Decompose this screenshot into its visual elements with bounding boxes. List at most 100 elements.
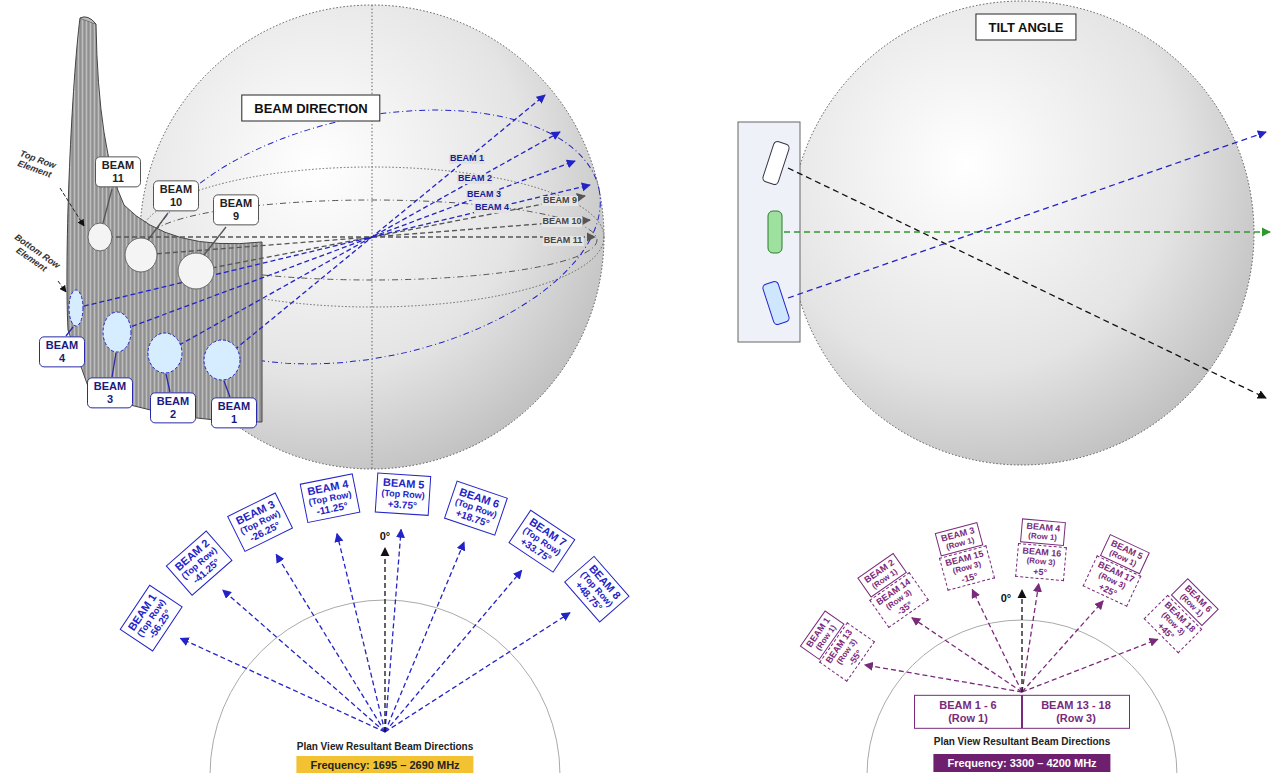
row-pointers-part — [60, 188, 84, 226]
beam-lines — [76, 95, 595, 360]
title-box: TILT ANGLE — [975, 14, 1076, 41]
zero-arrow — [1021, 590, 1022, 692]
beam-box: BEAM 3(Top Row)-26.25° — [227, 492, 293, 551]
callout-tails-part — [204, 227, 226, 255]
node-text: (Row 1) — [1025, 531, 1060, 543]
tilt-sphere-part — [768, 211, 782, 253]
antenna-panel — [67, 17, 262, 422]
beam-arrow — [1022, 584, 1039, 692]
callout-bubble: BEAM 11 — [95, 156, 141, 187]
plan-caption: Plan View Resultant Beam Directions — [295, 741, 476, 752]
node-text: BEAM 1 — [214, 400, 254, 425]
tilt-sphere-part — [788, 132, 1266, 298]
beam-box-dashed: BEAM 16(Row 3)+5° — [1015, 543, 1067, 581]
tilt-sphere-part — [784, 231, 1270, 232]
plan-arrows — [180, 530, 1157, 732]
tilt-sphere-part — [738, 122, 800, 342]
antenna-elements-part — [103, 312, 131, 352]
beam-box: BEAM 4(Row 1) — [1020, 518, 1066, 545]
frequency-band: Frequency: 1695 – 2690 MHz — [296, 756, 473, 773]
zero-arrow — [384, 548, 385, 732]
beam-box: BEAM 2(Top Row)-41.25° — [166, 530, 233, 595]
row-pointers-part — [58, 281, 66, 292]
node-text: BEAM 10 — [156, 183, 196, 208]
node-text: Frequency: 1695 – 2690 MHz — [310, 759, 459, 771]
beam-box: BEAM 6(Top Row)+18.75° — [444, 481, 508, 536]
beam-arrow — [865, 665, 1022, 692]
beam-box: BEAM 1(Top Row)-56.25° — [119, 585, 182, 652]
callout-bubble: BEAM 9 — [213, 194, 259, 225]
callout-tails-part — [148, 213, 168, 240]
callout-bubble: BEAM 3 — [87, 377, 133, 408]
group-box: BEAM 1 - 6(Row 1) — [914, 695, 1022, 729]
callout-tails-part — [166, 374, 170, 392]
beam-box: BEAM 8(Top Row)+48.75° — [564, 556, 629, 623]
beam-arrow — [1022, 601, 1103, 692]
beam-lines-part — [100, 236, 595, 237]
beam-arrow — [276, 554, 385, 732]
callout-bubble: BEAM 10 — [153, 180, 199, 211]
beam-line-label: BEAM 9 — [542, 196, 578, 206]
beam-arrow — [385, 530, 401, 732]
beam-lines-part — [165, 132, 560, 353]
beam-line-label: BEAM 2 — [457, 174, 493, 184]
beam-line-label: BEAM 10 — [541, 217, 582, 227]
tilt-sphere-part — [762, 281, 790, 326]
antenna-elements — [69, 223, 240, 380]
node-text: BEAM 3 — [90, 380, 130, 405]
beam-arrow — [912, 618, 1022, 692]
title-box: BEAM DIRECTION — [241, 95, 380, 122]
element-label: Bottom Row Element — [5, 231, 64, 280]
plan-caption: Plan View Resultant Beam Directions — [932, 736, 1113, 747]
tilt-sphere-part — [788, 168, 1266, 398]
beam-lines-part — [141, 220, 590, 255]
antenna-panel-part — [80, 17, 96, 24]
beam-line-label: BEAM 11 — [543, 236, 584, 246]
row-pointers — [58, 188, 84, 292]
beam-arrow — [1022, 639, 1158, 692]
antenna-elements-part — [148, 333, 182, 373]
node-text: BEAM 1 - 6 — [917, 699, 1019, 712]
node-text: BEAM 13 - 18 — [1025, 699, 1127, 712]
beam-lines-part — [222, 95, 545, 360]
tilt-sphere — [738, 1, 1270, 465]
antenna-panel-part — [67, 18, 262, 422]
node-text: BEAM 4 — [42, 339, 82, 364]
beam-line-label: BEAM 1 — [449, 154, 485, 164]
beam-line-label: BEAM 4 — [474, 203, 510, 213]
beam-line-label: BEAM 3 — [466, 190, 502, 200]
antenna-elements-part — [178, 253, 214, 289]
node-text: BEAM 9 — [216, 197, 256, 222]
callout-tails-part — [103, 189, 112, 223]
antenna-elements-part — [125, 238, 157, 272]
angle-label: 0° — [379, 530, 392, 542]
beam-lines-part — [117, 161, 575, 332]
callout-tails-part — [224, 381, 230, 397]
beam-arrow — [337, 534, 385, 732]
node-text: (Row 1) — [917, 712, 1019, 725]
group-box: BEAM 13 - 18(Row 3) — [1022, 695, 1130, 729]
node-text: Frequency: 3300 – 4200 MHz — [947, 757, 1096, 769]
callout-tails-part — [112, 353, 116, 377]
frequency-band: Frequency: 3300 – 4200 MHz — [933, 754, 1110, 772]
callout-tails — [66, 189, 230, 397]
callout-bubble: BEAM 2 — [150, 392, 196, 423]
callout-bubble: BEAM 1 — [211, 397, 257, 428]
beam-box: BEAM 5(Top Row)+3.75° — [375, 472, 431, 515]
beam-box: BEAM 7(Top Row)+33.75° — [508, 509, 575, 572]
beam-arrow — [385, 570, 522, 732]
node-text: BEAM DIRECTION — [254, 101, 367, 116]
node-text: +5° — [1020, 565, 1060, 579]
beam-arrow — [385, 613, 570, 732]
angle-label: 0° — [1000, 592, 1013, 604]
node-text: TILT ANGLE — [988, 20, 1063, 35]
beam-box: BEAM 4(Top Row)-11.25° — [300, 474, 361, 523]
node-text: (Row 3) — [1025, 712, 1127, 725]
beam-arrow — [223, 590, 385, 732]
tilt-sphere-part — [762, 141, 790, 186]
antenna-elements-part — [204, 340, 240, 380]
